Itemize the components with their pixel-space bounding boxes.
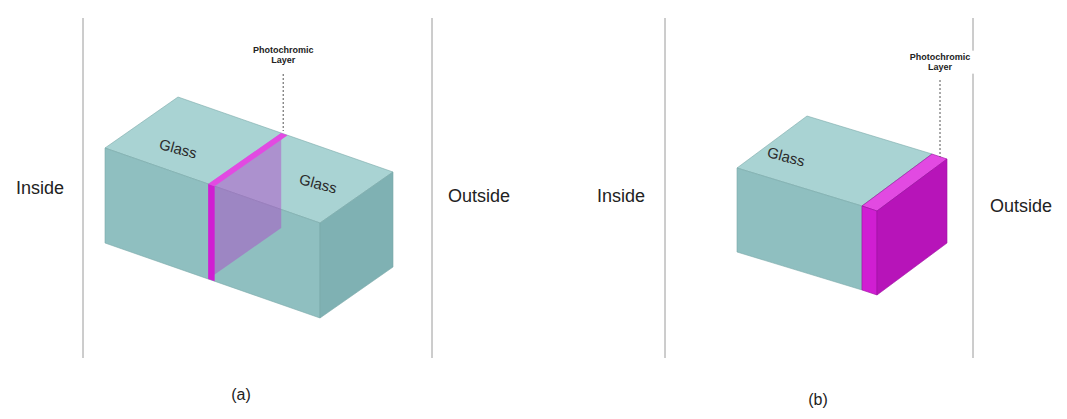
photochromic-layer-front [862,206,877,295]
photochromic-layer-end [877,159,947,295]
panel-letter: (a) [231,386,251,404]
laminated-glass [105,97,393,318]
photochromic-layer-edge [208,184,214,281]
glass-block-front [737,168,862,290]
boundary-line [665,18,666,358]
coated-glass [737,116,947,295]
side-label: Inside [16,178,64,199]
leader-line [283,74,284,131]
leader-line [940,80,941,157]
part-label: Photochromic Layer [902,51,978,74]
boundary-line [83,18,84,358]
side-label: Inside [597,186,645,207]
glass-block-front [105,148,320,318]
photochromic-layer-top [208,133,287,186]
photochromic-layer-section [208,133,281,279]
part-label: Photochromic Layer [245,44,321,67]
side-label: Outside [990,196,1052,217]
side-label: Outside [448,186,510,207]
panel-letter: (b) [808,391,828,409]
boundary-line [432,18,433,358]
